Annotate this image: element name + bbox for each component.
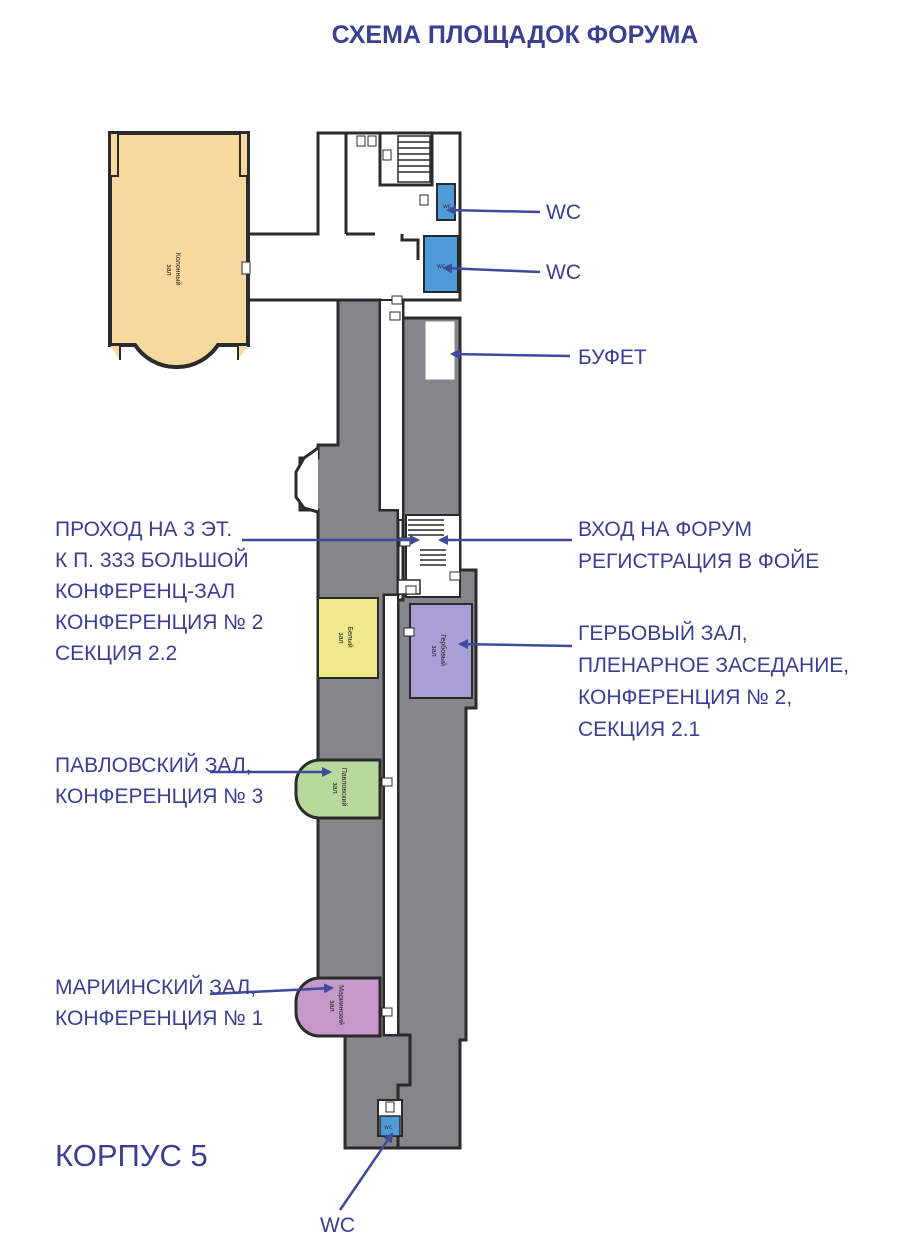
gerbovy-hall-label: Гербовый зал xyxy=(430,634,447,668)
kolonny-hall-label: Колонный зал xyxy=(165,253,182,288)
kolonny-hall-door xyxy=(241,261,251,275)
upper-inner-walls xyxy=(344,133,434,260)
arrow-wc-top xyxy=(446,205,541,216)
label-pavlovsky: ПАВЛОВСКИЙ ЗАЛ, КОНФЕРЕНЦИЯ № 3 xyxy=(55,753,263,808)
wc-room-top xyxy=(436,183,456,221)
label-entrance: ВХОД НА ФОРУМ РЕГИСТРАЦИЯ В ФОЙЕ xyxy=(578,518,819,573)
kolonny-hall xyxy=(108,131,250,370)
building-plan: wc wc wc Колонный зал Белый зал Гербовый… xyxy=(108,131,478,1150)
pavlovsky-hall-label: Павловский зал xyxy=(331,768,348,809)
bely-hall-label: Белый зал xyxy=(337,626,354,649)
arrow-wc-bottom xyxy=(338,1132,394,1211)
label-gerbovy: ГЕРБОВЫЙ ЗАЛ, ПЛЕНАРНОЕ ЗАСЕДАНИЕ, КОНФЕ… xyxy=(578,621,855,741)
svg-text:wc: wc xyxy=(437,263,445,270)
label-wc-top: WC xyxy=(546,201,581,224)
mariinsky-hall-label: Мариинский зал xyxy=(328,985,345,1027)
mariinsky-hall xyxy=(294,976,382,1038)
svg-text:wc: wc xyxy=(384,1124,392,1131)
arrow-bufet xyxy=(450,349,571,360)
label-wc-second: WC xyxy=(546,261,581,284)
callout-arrows xyxy=(209,205,573,1211)
central-walkway xyxy=(379,299,404,1036)
kolonny-hall-wall-details xyxy=(109,132,249,360)
door-markers xyxy=(356,135,461,1113)
buffet-area xyxy=(425,321,455,380)
staircase-top xyxy=(397,135,431,183)
corridor-alcove xyxy=(294,446,319,514)
label-passage: ПРОХОД НА 3 ЭТ. К П. 333 БОЛЬШОЙ КОНФЕРЕ… xyxy=(55,518,269,665)
label-bufet: БУФЕТ xyxy=(578,346,647,369)
arrow-gerbovy xyxy=(458,639,573,650)
label-wc-bottom: WC xyxy=(320,1214,355,1237)
label-mariinsky: МАРИИНСКИЙ ЗАЛ, КОНФЕРЕНЦИЯ № 1 xyxy=(55,975,263,1030)
entrance-staircase xyxy=(397,514,461,598)
wc-room-second xyxy=(423,235,459,293)
bely-hall xyxy=(317,597,379,679)
gerbovy-hall xyxy=(409,603,473,699)
corridor-east-wing xyxy=(396,316,478,1150)
pavlovsky-hall xyxy=(294,758,382,820)
arrow-wc-second xyxy=(442,263,541,274)
building-label: КОРПУС 5 xyxy=(55,1138,208,1173)
arrow-mariinsky xyxy=(209,983,334,996)
map-title: СХЕМА ПЛОЩАДОК ФОРУМА xyxy=(332,21,699,49)
